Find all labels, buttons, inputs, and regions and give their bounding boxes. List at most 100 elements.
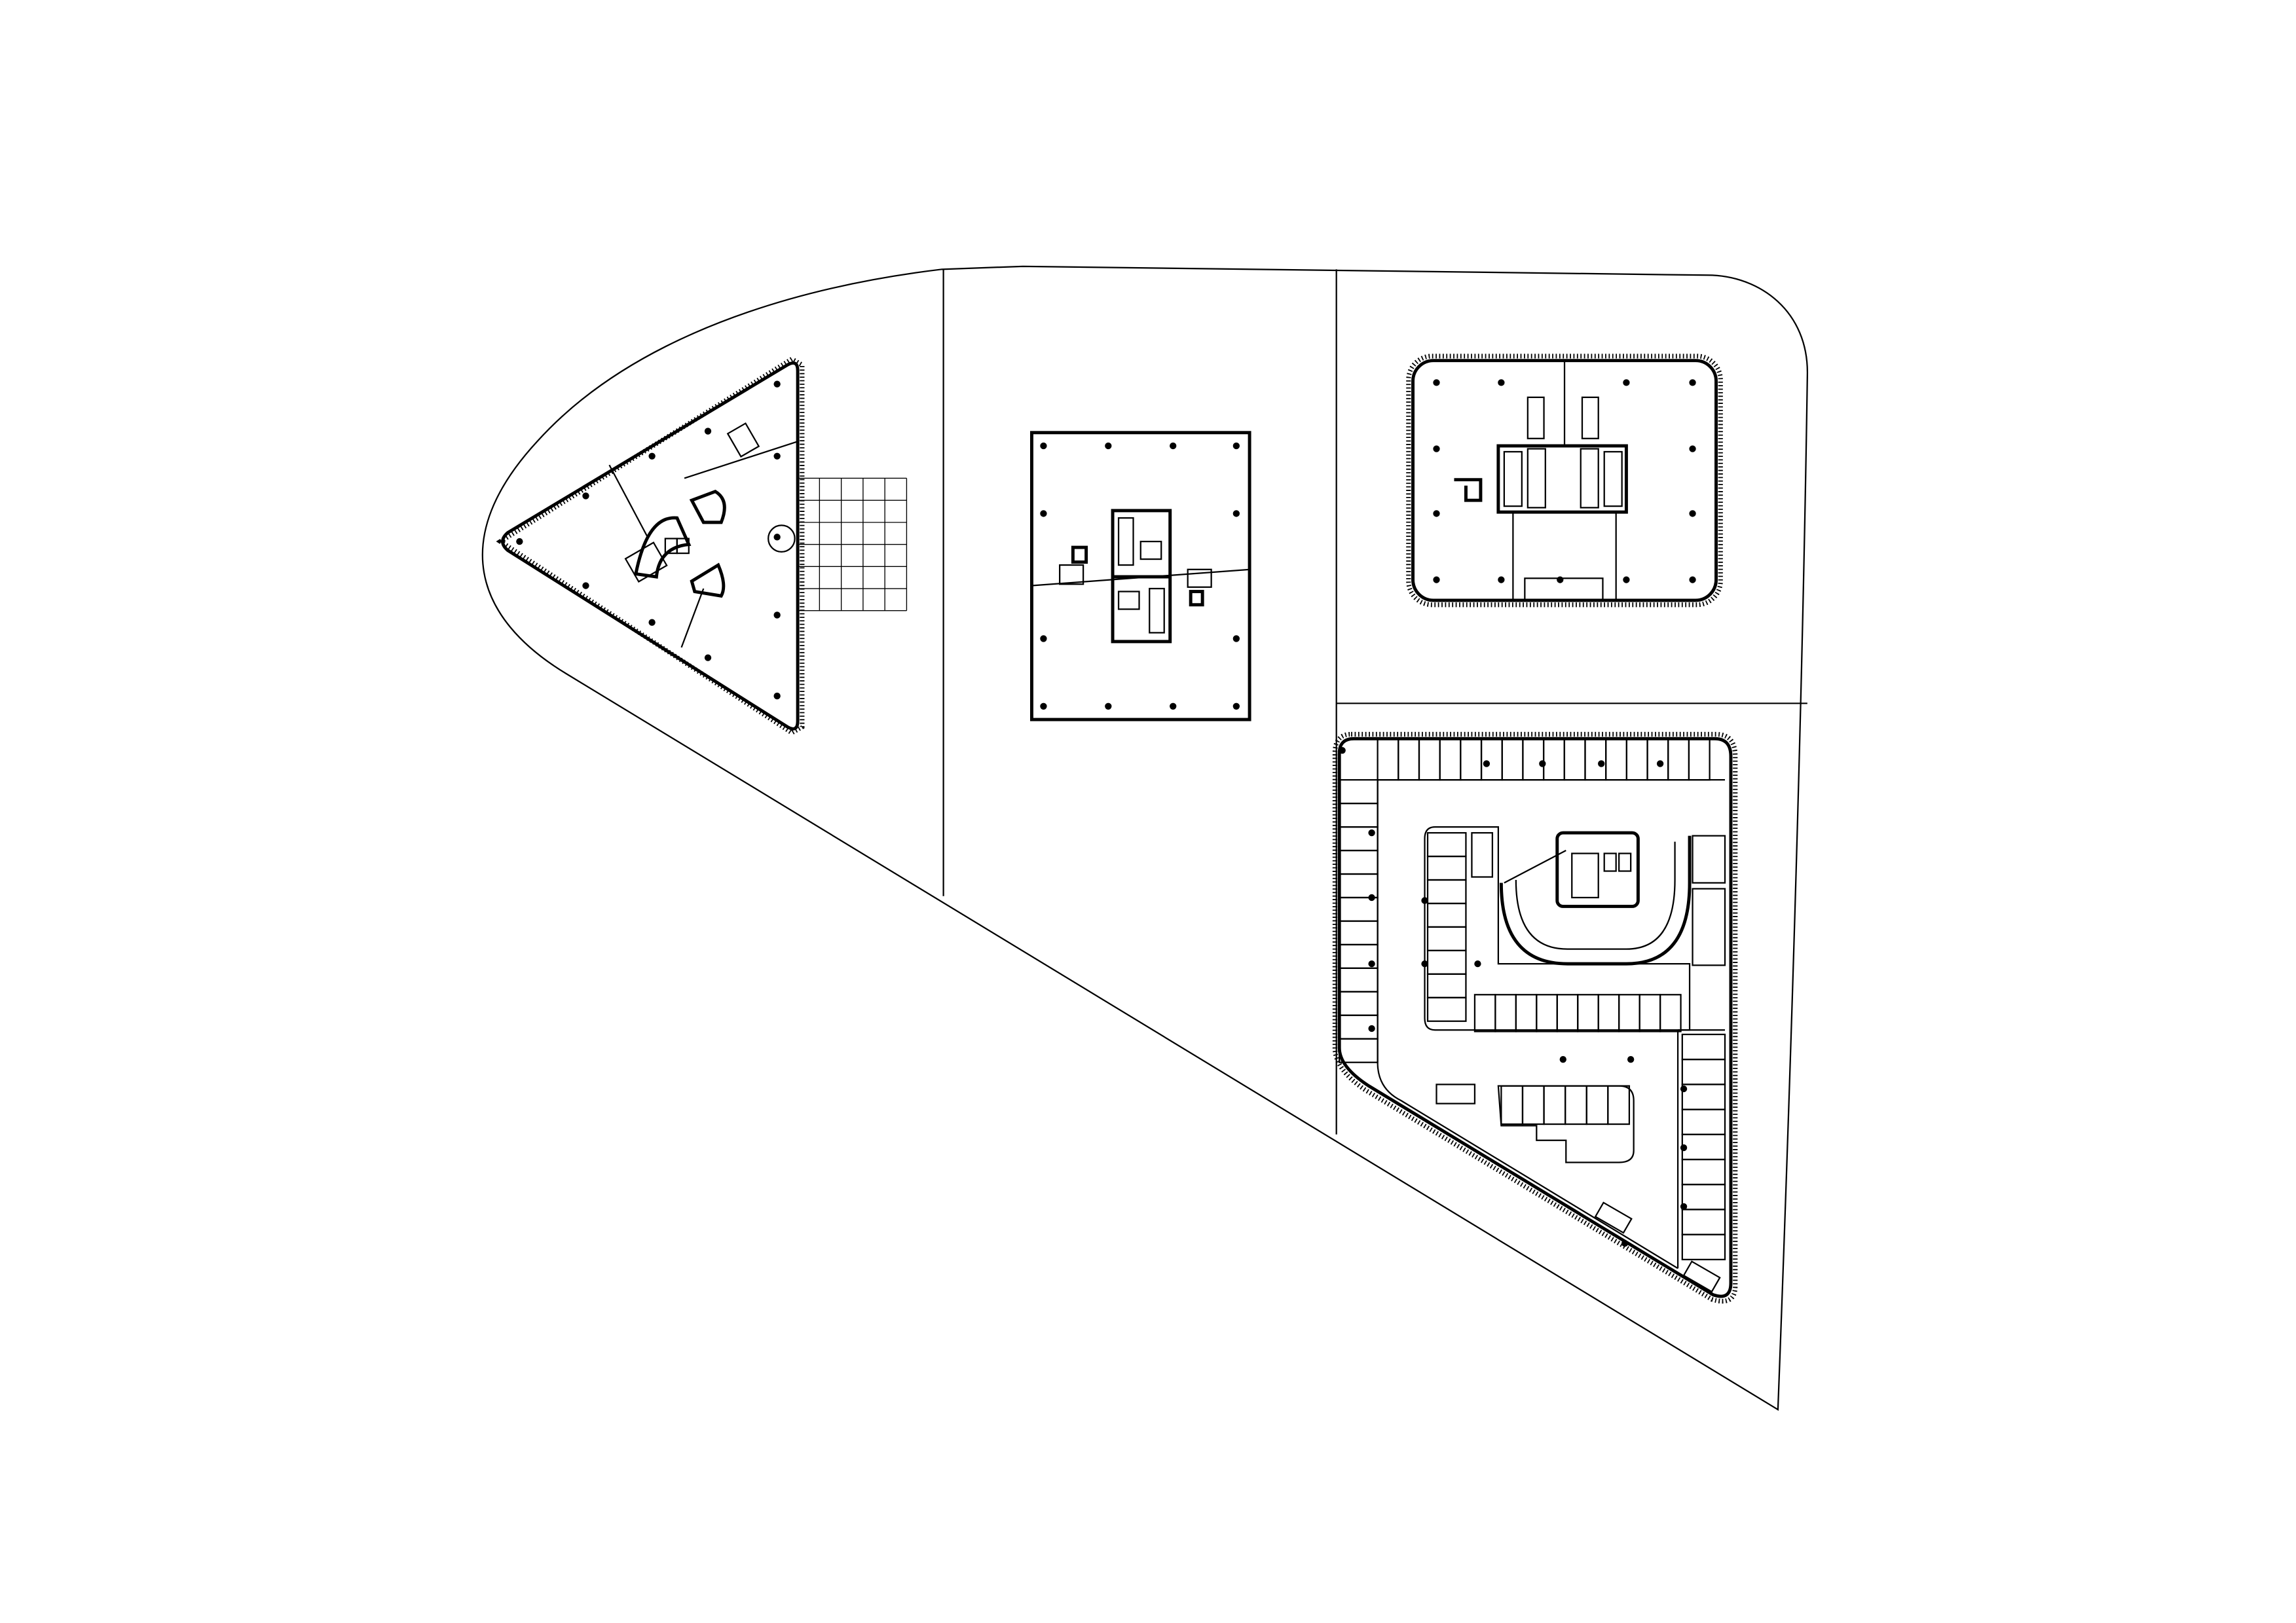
- partition-line: [608, 464, 648, 538]
- column: [773, 692, 781, 700]
- parking-stall: [1521, 1085, 1545, 1125]
- site-boundary: [481, 265, 1808, 1412]
- column: [1680, 1203, 1688, 1211]
- column: [1232, 635, 1240, 642]
- elevator: [1117, 591, 1140, 610]
- parking-stall: [1500, 1085, 1524, 1125]
- column: [648, 619, 656, 626]
- triangle-building-facade: [496, 356, 805, 736]
- elevator: [1580, 448, 1599, 509]
- column: [1689, 510, 1696, 517]
- stair: [1581, 396, 1599, 439]
- column: [1680, 1085, 1688, 1093]
- column: [582, 492, 589, 500]
- parking-stall: [1681, 1184, 1726, 1211]
- parking-stall: [1522, 738, 1545, 781]
- parking-stall: [1681, 1233, 1726, 1260]
- column: [1433, 445, 1440, 452]
- parking-stall: [1639, 994, 1661, 1032]
- parking-building: [1332, 731, 1738, 1304]
- column: [1623, 576, 1630, 583]
- rectangular-building-outline: [1029, 431, 1251, 721]
- parking-stall: [1480, 738, 1503, 781]
- stair: [1527, 396, 1545, 439]
- parking-stall: [1563, 738, 1586, 781]
- entrance-canopy-grid: [797, 477, 908, 611]
- column: [648, 452, 656, 460]
- parking-stall: [1339, 920, 1379, 946]
- parking-stall: [1681, 1209, 1726, 1235]
- parking-stall: [1565, 1085, 1587, 1125]
- column: [582, 582, 589, 589]
- parking-stall: [1597, 994, 1620, 1032]
- shaft: [1071, 545, 1088, 564]
- parking-stall: [1377, 738, 1399, 781]
- parking-stall: [1439, 738, 1462, 781]
- parking-stall: [1542, 738, 1565, 781]
- column: [1232, 442, 1240, 450]
- equipment-room: [1594, 1201, 1633, 1234]
- core: [1555, 831, 1640, 908]
- equipment-room: [1682, 1260, 1721, 1293]
- parking-stall: [1515, 994, 1538, 1032]
- column: [1557, 576, 1564, 583]
- column: [1498, 379, 1505, 386]
- parking-stall: [1543, 1085, 1566, 1125]
- parking-stall: [1426, 902, 1467, 928]
- parking-stall: [1460, 738, 1483, 781]
- parking-stall: [1681, 1084, 1726, 1110]
- parking-stall: [1646, 738, 1669, 781]
- rectangular-building: [1029, 431, 1251, 721]
- column: [1433, 576, 1440, 583]
- column: [1433, 510, 1440, 517]
- parking-stall: [1681, 1108, 1726, 1135]
- parking-stall: [1501, 738, 1524, 781]
- parking-stall: [1681, 1158, 1726, 1186]
- parking-stall: [1339, 967, 1379, 993]
- shaft: [1189, 590, 1204, 607]
- stair: [1149, 587, 1165, 634]
- column: [1539, 760, 1546, 767]
- column: [773, 534, 781, 541]
- core: [1496, 444, 1628, 514]
- parking-stall: [1339, 803, 1379, 828]
- column-grid: [1339, 747, 1688, 1247]
- partition-line: [680, 588, 705, 648]
- column: [1232, 702, 1240, 710]
- rounded-building: [1406, 354, 1723, 608]
- stair: [1059, 564, 1084, 585]
- column: [1368, 894, 1375, 902]
- parking-stall: [1577, 994, 1599, 1032]
- stair: [1187, 568, 1212, 588]
- column: [1421, 960, 1428, 968]
- elevator: [1618, 852, 1632, 872]
- storage: [1471, 831, 1494, 878]
- column: [1498, 576, 1505, 583]
- parking-stall: [1339, 896, 1379, 922]
- column: [1627, 1056, 1635, 1063]
- column: [1433, 379, 1440, 386]
- column: [1170, 442, 1177, 450]
- column: [773, 611, 781, 619]
- parking-stall: [1426, 949, 1467, 975]
- column: [1040, 442, 1047, 450]
- column: [1339, 747, 1346, 754]
- parking-stall: [1584, 738, 1607, 781]
- inner-island: [1497, 1085, 1635, 1163]
- column: [1105, 702, 1112, 710]
- parking-stall: [1426, 879, 1467, 905]
- entrance-rotunda: [768, 524, 796, 553]
- elevator: [676, 538, 690, 555]
- parking-outline: [1337, 737, 1733, 1298]
- column-grid: [1040, 442, 1240, 710]
- column: [1474, 960, 1481, 968]
- column: [1368, 1025, 1375, 1032]
- parking-stall: [1681, 1133, 1726, 1161]
- column: [1598, 760, 1605, 767]
- parking-stall: [1339, 991, 1379, 1016]
- column: [1689, 379, 1696, 386]
- ramp: [1515, 841, 1676, 950]
- column: [1680, 1144, 1688, 1152]
- column: [1170, 702, 1177, 710]
